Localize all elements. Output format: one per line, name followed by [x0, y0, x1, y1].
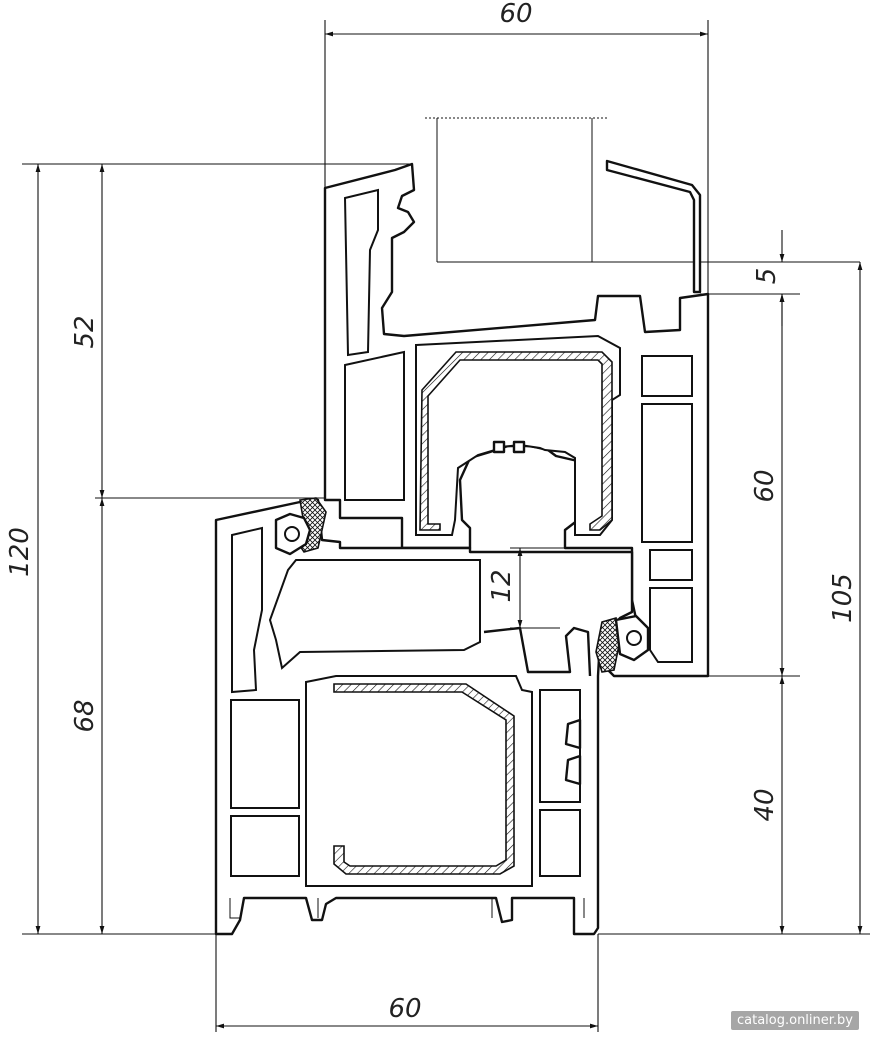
- frame-notch: [564, 718, 582, 750]
- frame-notch: [564, 754, 582, 786]
- frame-cavity: [305, 675, 533, 887]
- glazing-bead: [605, 159, 702, 294]
- upper-gasket: [274, 497, 327, 556]
- glass-pane: [425, 117, 860, 263]
- dim-label-glazing-offset: 5: [752, 268, 782, 285]
- sash-rib: [492, 440, 506, 454]
- sash-cavity: [641, 403, 693, 543]
- frame-steel-reinforcement: [333, 683, 515, 875]
- sash-steel-reinforcement: [419, 351, 613, 531]
- sash-cavity: [649, 549, 693, 581]
- frame-cavity: [539, 809, 581, 877]
- frame-rebate: [483, 626, 592, 677]
- dim-label-frame-height-left: 68: [70, 699, 100, 732]
- sash-cavity: [343, 188, 379, 357]
- lower-gasket: [595, 614, 650, 673]
- dim-label-frame-height-right: 40: [750, 788, 780, 821]
- frame-slot: [229, 898, 240, 919]
- dim-label-top-width: 60: [499, 0, 532, 29]
- watermark: catalog.onliner.by: [730, 1011, 859, 1030]
- frame-cavity: [230, 699, 300, 809]
- sash-rib: [512, 440, 526, 454]
- sash-cavity: [641, 355, 693, 397]
- dim-label-sash-depth-right: 60: [750, 469, 780, 502]
- sash-cavity: [344, 350, 405, 501]
- dim-label-total-height-left: 120: [5, 527, 35, 577]
- frame-cavity: [231, 526, 263, 694]
- dim-label-overlap: 12: [487, 569, 517, 602]
- sash-cavity: [415, 334, 621, 536]
- frame-cavity: [268, 559, 481, 670]
- dim-label-sash-height: 52: [70, 315, 100, 348]
- dim-label-total-height-right: 105: [828, 573, 858, 623]
- dim-label-bottom-width: 60: [388, 994, 421, 1024]
- frame-cavity: [230, 815, 300, 877]
- sash-cavity: [649, 587, 693, 663]
